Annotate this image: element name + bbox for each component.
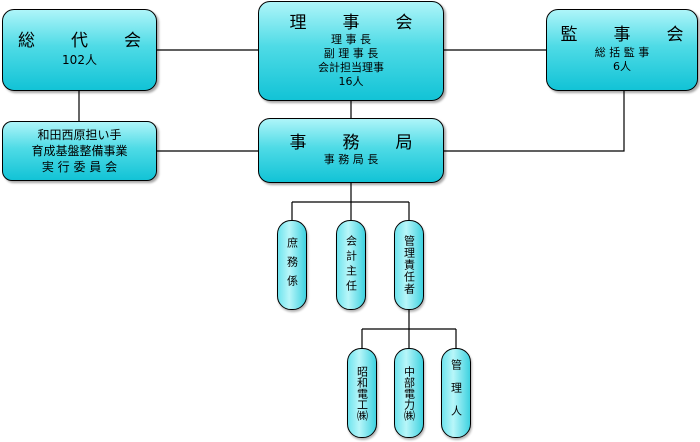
- contractor-chubu: 中部電力㈱: [394, 348, 424, 438]
- general-assembly-title: 総 代 会: [17, 31, 157, 52]
- contractor-chubu-label: 中部電力㈱: [402, 365, 416, 421]
- contractor-kanrinin-label: 管理人: [449, 358, 463, 428]
- auditors-chief: 総 括 監 事: [594, 46, 650, 60]
- line-auditors-secretariat: [444, 91, 625, 152]
- board-vice-chair: 副 理 事 長: [323, 47, 379, 61]
- unit-accounting: 会計主任: [336, 220, 366, 310]
- board-count: 16人: [338, 74, 364, 88]
- committee-line-2: 育成基盤整備事業: [31, 143, 128, 158]
- executive-committee-box: 和田西原担い手 育成基盤整備事業 実 行 委 員 会: [2, 121, 157, 181]
- contractor-showa: 昭和電工㈱: [347, 348, 377, 438]
- general-assembly-box: 総 代 会 102人: [2, 9, 157, 91]
- general-assembly-count: 102人: [62, 52, 97, 67]
- committee-line-1: 和田西原担い手: [37, 127, 122, 142]
- contractor-showa-label: 昭和電工㈱: [355, 365, 369, 421]
- secretariat-box: 事 務 局 事 務 局 長: [258, 118, 444, 183]
- board-title: 理 事 会: [289, 12, 428, 33]
- board-box: 理 事 会 理 事 長 副 理 事 長 会計担当理事 16人: [258, 1, 444, 101]
- auditors-count: 6人: [613, 59, 631, 73]
- contractor-kanrinin: 管理人: [441, 348, 471, 438]
- auditors-title: 監 事 会: [560, 25, 699, 46]
- auditors-box: 監 事 会 総 括 監 事 6人: [546, 9, 698, 91]
- board-treasurer: 会計担当理事: [318, 60, 384, 74]
- unit-manager: 管理責任者: [394, 220, 424, 310]
- secretariat-head: 事 務 局 長: [323, 153, 379, 167]
- unit-general-affairs-label: 庶務係: [285, 236, 299, 294]
- secretariat-title: 事 務 局: [289, 132, 428, 153]
- committee-line-3: 実 行 委 員 会: [41, 160, 118, 175]
- unit-general-affairs: 庶務係: [277, 220, 307, 310]
- board-chair: 理 事 長: [331, 33, 371, 47]
- unit-accounting-label: 会計主任: [344, 235, 358, 295]
- unit-manager-label: 管理責任者: [402, 235, 416, 295]
